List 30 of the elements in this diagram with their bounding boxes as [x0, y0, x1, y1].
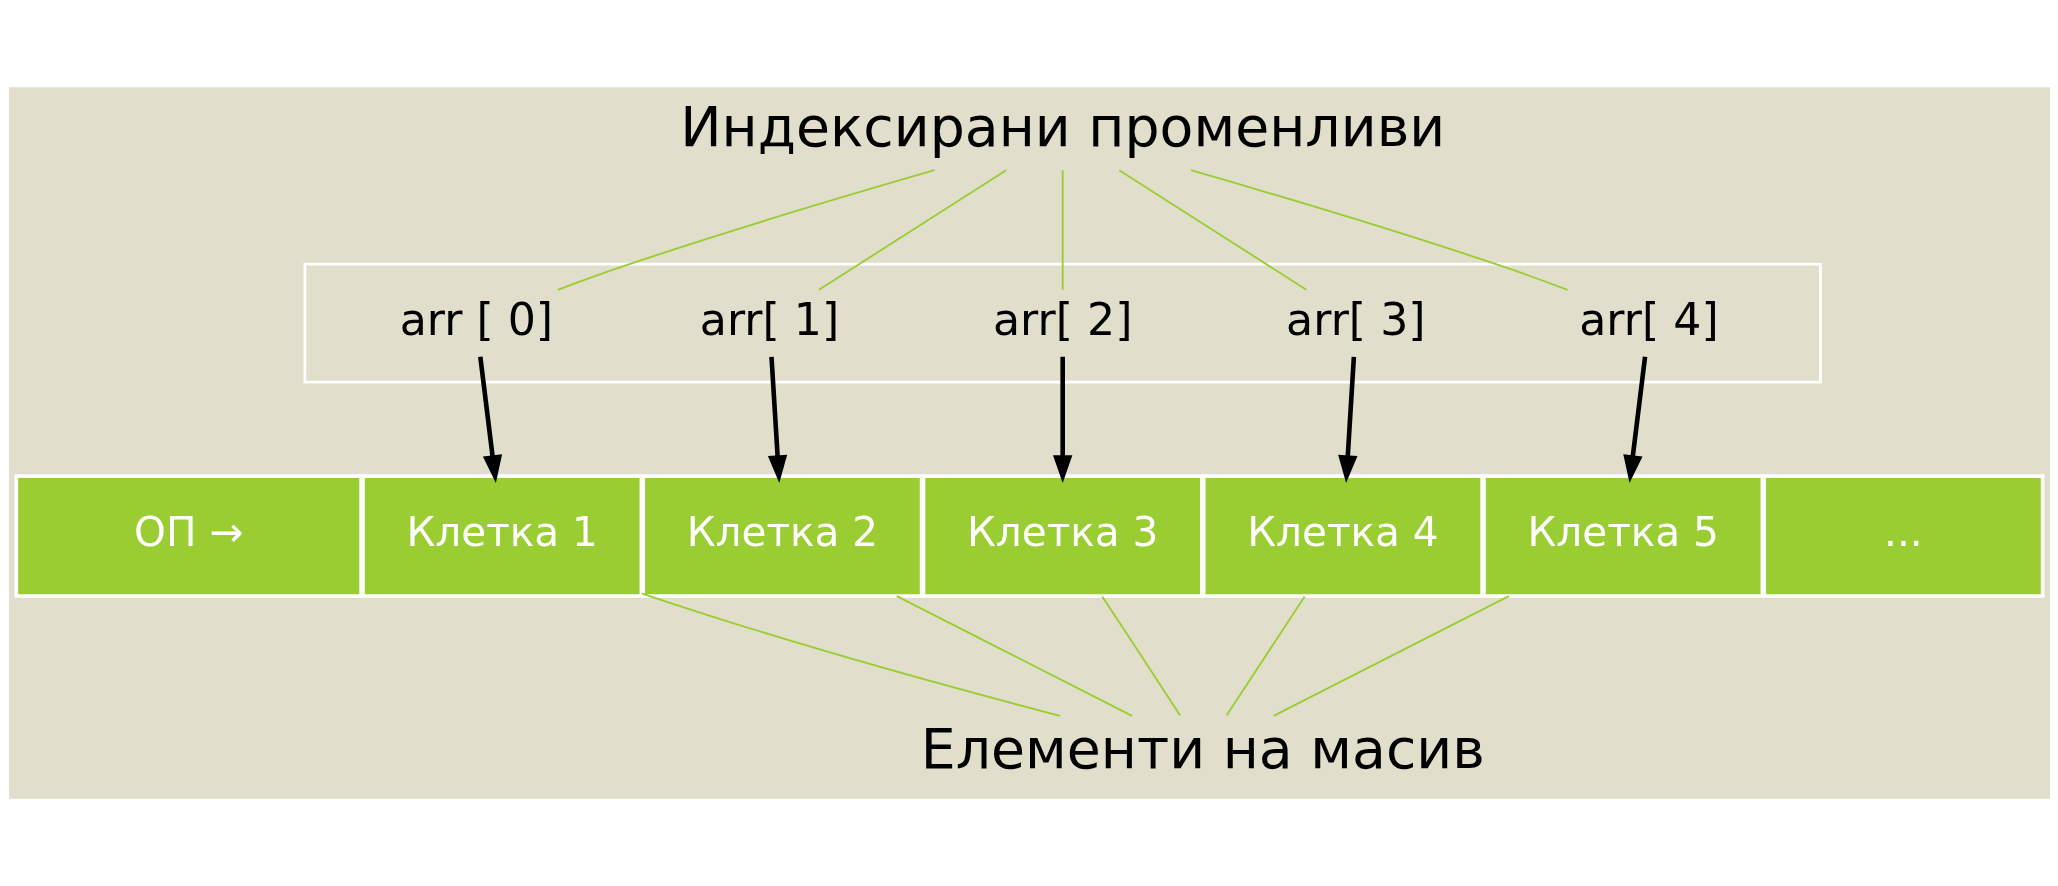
connector	[1061, 169, 1064, 291]
connector	[1189, 169, 1568, 291]
node-text: Индексирани променливи	[679, 95, 1445, 160]
node-text: arr[ 2]	[992, 293, 1132, 345]
node-text: arr[ 4]	[1578, 293, 1719, 345]
connector	[640, 592, 1061, 717]
node-box: ...	[1761, 474, 2044, 598]
node-box: Клетка 4	[1201, 474, 1484, 598]
node-text: arr[ 1]	[699, 293, 839, 345]
node-box: Клетка 2	[640, 474, 923, 598]
arrow	[1052, 356, 1072, 483]
connector	[895, 595, 1133, 717]
arrow	[767, 356, 787, 483]
connector	[1100, 595, 1181, 717]
arrow	[1337, 356, 1357, 483]
node-box: ОП →	[14, 474, 363, 598]
connector	[1225, 595, 1306, 717]
cluster	[303, 262, 1822, 384]
arrow	[1622, 356, 1647, 483]
node-box: Клетка 5	[1481, 474, 1764, 598]
node-text: arr[ 3]	[1285, 293, 1426, 345]
arrow	[477, 356, 502, 483]
node-box: Клетка 1	[360, 474, 643, 598]
node-text: Елементи на масив	[920, 716, 1485, 781]
node-box: Клетка 3	[921, 474, 1204, 598]
node-text: arr [ 0]	[399, 293, 553, 345]
connector	[1117, 169, 1307, 291]
connector	[1272, 595, 1510, 717]
connector	[556, 169, 935, 291]
connector	[817, 169, 1007, 291]
